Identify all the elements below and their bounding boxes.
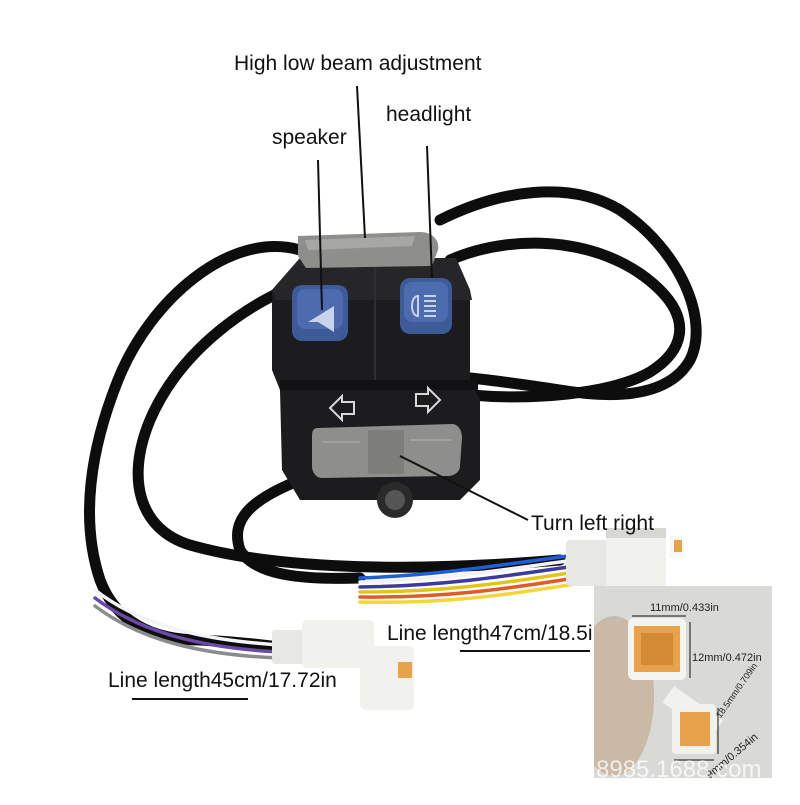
turn-signal-label: Turn left right	[531, 512, 654, 535]
high-low-beam-toggle	[298, 232, 439, 268]
label-leader-lines	[132, 85, 590, 700]
horn-button	[292, 285, 348, 341]
dimension-height-label: 12mm/0.472in	[692, 652, 762, 664]
headlight-button	[400, 278, 452, 334]
connector-dimension-inset: 11mm/0.433in 12mm/0.472in 18.5mm/0.709in…	[594, 586, 772, 778]
color-wire-bundle-left	[93, 588, 282, 660]
horn-icon	[308, 306, 334, 332]
line-length-45-label: Line length45cm/17.72in	[108, 669, 337, 692]
headlight-label: headlight	[386, 103, 472, 126]
speaker-label: speaker	[272, 126, 347, 149]
headlight-icon	[411, 294, 436, 318]
line-length-47-label: Line length47cm/18.5in	[387, 622, 605, 645]
connector-left	[272, 620, 414, 710]
dimension-width-label: 11mm/0.433in	[650, 602, 719, 614]
connector-right	[566, 528, 684, 588]
black-cable-loop	[84, 186, 702, 654]
connector-dimension-drawing	[594, 586, 772, 778]
turn-signal-slider	[312, 424, 462, 478]
watermark: 8985.1688.com	[596, 756, 762, 783]
high-low-beam-label: High low beam adjustment	[234, 52, 482, 75]
color-wire-bundle-right	[358, 553, 577, 605]
arrow-left-icon	[328, 393, 355, 423]
arrow-right-icon	[415, 385, 442, 415]
